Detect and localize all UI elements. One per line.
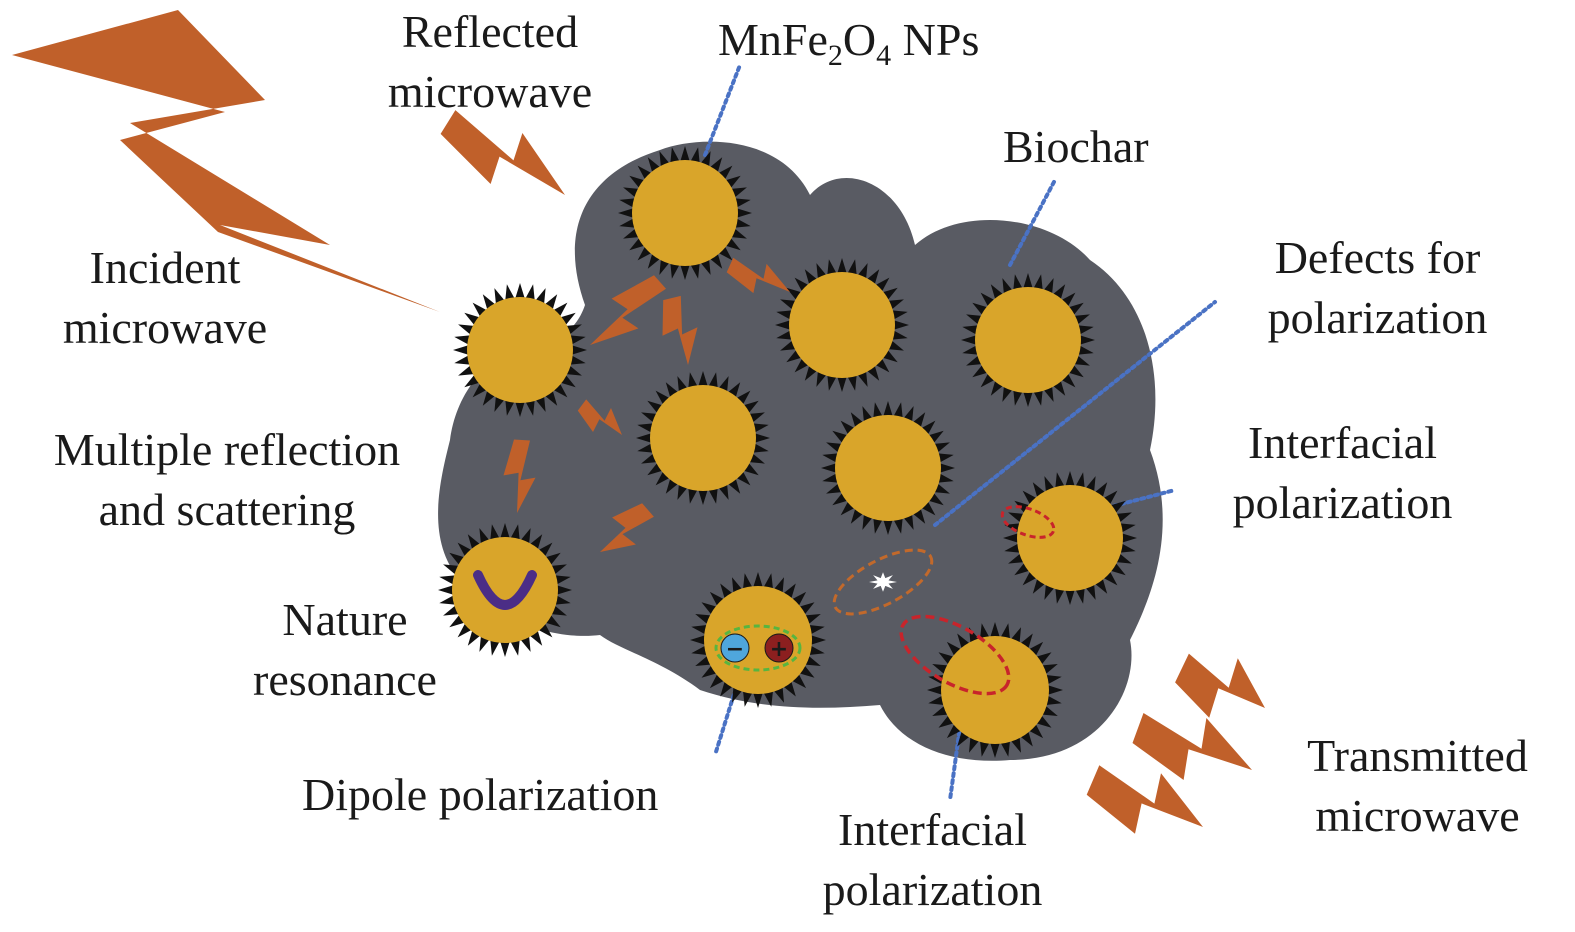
lightning-bolt-icon xyxy=(1086,765,1203,834)
spiky-nanoparticle-icon xyxy=(453,283,587,417)
lightning-bolt-icon xyxy=(440,110,565,195)
negative-charge-sign: − xyxy=(726,637,744,662)
spiky-nanoparticle-icon xyxy=(690,572,826,708)
spiky-nanoparticle-icon xyxy=(636,371,770,505)
defects-polarization-label: Defects for polarization xyxy=(1267,232,1488,343)
negative-charge-icon xyxy=(720,633,750,663)
mnfe2o4-nps-label: MnFe2O4 NPs xyxy=(718,14,980,73)
polarization-overlays: −+ xyxy=(473,505,1056,696)
interfacial-ellipse-bottom xyxy=(899,614,1011,696)
reflected-microwave-label: Reflected microwave xyxy=(387,6,593,117)
positive-charge-icon xyxy=(764,633,794,663)
lightning-bolt-icon xyxy=(1175,653,1265,718)
transmitted-microwave-label: Transmitted microwave xyxy=(1307,730,1528,841)
spiky-nanoparticle-icon xyxy=(438,523,572,657)
spiky-nanoparticle-icon xyxy=(961,273,1095,407)
interfacial-ellipse-right xyxy=(1000,505,1056,539)
leader-line xyxy=(703,63,742,157)
lightning-bolt-icon xyxy=(662,295,698,365)
biochar-label: Biochar xyxy=(1003,121,1149,172)
incident-lightning-bolt-icon xyxy=(12,10,440,312)
spiky-nanoparticle-icon xyxy=(618,146,752,280)
lightning-bolt-icon xyxy=(1132,713,1252,780)
incident-microwave-label: Incident microwave xyxy=(62,242,268,353)
spiky-nanoparticle-icon xyxy=(927,622,1063,758)
dipole-polarization-label: Dipole polarization xyxy=(302,769,659,820)
lightning-bolt-icon xyxy=(503,439,536,513)
leader-line xyxy=(1008,178,1057,267)
positive-charge-sign: + xyxy=(770,637,788,662)
lightning-bolt-icon xyxy=(590,275,666,345)
nature-resonance-label: Nature resonance xyxy=(253,594,437,705)
resonance-arc xyxy=(473,570,537,610)
lightning-bolt-icon xyxy=(726,257,790,294)
leader-line xyxy=(933,300,1217,527)
lightning-bolt-icon xyxy=(577,399,622,435)
spiky-nanoparticle-icon xyxy=(821,401,955,535)
interfacial-polarization-bottom-label: Interfacial polarization xyxy=(822,804,1043,915)
spiky-nanoparticle-icon xyxy=(1003,471,1137,605)
spiky-nanoparticle-icon xyxy=(775,258,909,392)
interfacial-polarization-right-label: Interfacial polarization xyxy=(1232,417,1453,528)
defect-star-icon xyxy=(869,572,897,592)
lightning-bolt-icon xyxy=(600,503,654,552)
microwave-arrows xyxy=(12,10,1265,834)
defect-ellipse xyxy=(832,548,934,616)
nanoparticles xyxy=(438,146,1137,758)
dipole-ellipse xyxy=(714,624,802,672)
multiple-reflection-label: Multiple reflection and scattering xyxy=(53,424,401,535)
